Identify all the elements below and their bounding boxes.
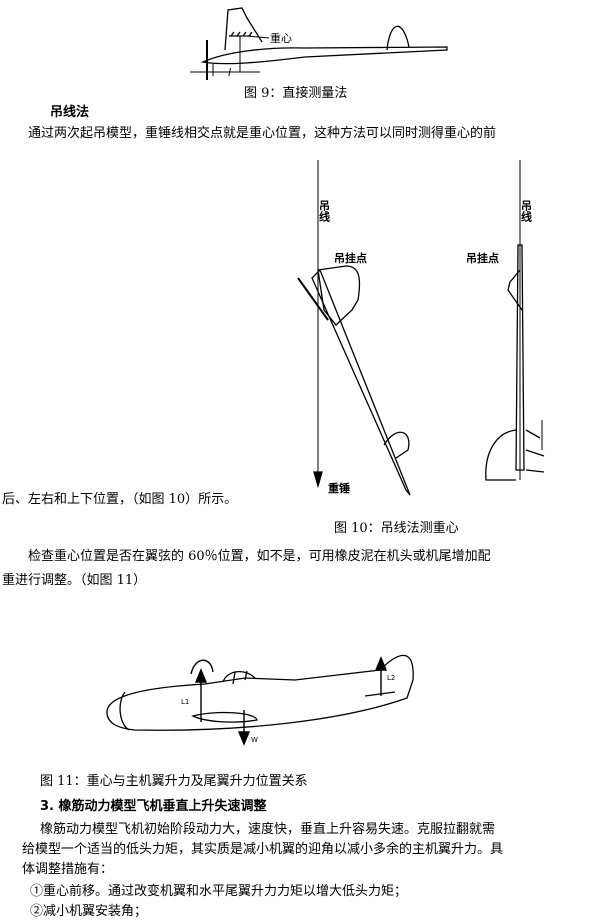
fig11-label-l1: L1 bbox=[181, 698, 189, 706]
fig10-left-label-hang-point: 吊挂点 bbox=[334, 251, 367, 265]
fig10-label-weight: 重锤 bbox=[328, 481, 350, 495]
fig10-left-label-line: 吊线 bbox=[318, 200, 331, 223]
fig9-label-cg: 重心 bbox=[270, 31, 292, 45]
section-heading-hang-method: 吊线法 bbox=[50, 105, 90, 120]
fig10-left-glider bbox=[297, 160, 411, 496]
paragraph-hang-line1: 通过两次起吊模型，重锤线相交点就是重心位置，这种方法可以同时测得重心的前 bbox=[28, 126, 497, 141]
fig11-caption: 图 11：重心与主机翼升力及尾翼升力位置关系 bbox=[40, 774, 308, 789]
figure-10-plumb-line-method: 吊线 吊挂点 重锤 吊线 吊挂点 bbox=[297, 160, 545, 496]
paragraph-hang-line2: 后、左右和上下位置，（如图 10）所示。 bbox=[2, 492, 238, 507]
fig9-caption: 图 9：直接测量法 bbox=[244, 86, 348, 101]
fig9-label-l: l bbox=[228, 66, 231, 79]
section3-item1: ①重心前移。通过改变机翼和水平尾翼升力力矩以增大低头力矩； bbox=[30, 884, 408, 899]
fig9-glider-drawing bbox=[190, 7, 448, 80]
fig11-label-l2: L2 bbox=[387, 674, 395, 682]
fig11-label-w: W bbox=[251, 736, 258, 744]
figure-9-direct-measurement: 重心 l bbox=[190, 7, 448, 80]
section3-para-line2: 给模型一个适当的低头力矩，其实质是减小机翼的迎角以减小多余的主机翼升力。具 bbox=[22, 842, 504, 857]
fig10-right-label-line: 吊线 bbox=[520, 200, 533, 223]
fig10-right-label-hang-point: 吊挂点 bbox=[466, 251, 499, 265]
fig10-right-glider bbox=[485, 160, 545, 481]
fig10-caption: 图 10：吊线法测重心 bbox=[334, 521, 459, 536]
section3-para-line3: 体调整措施有： bbox=[22, 862, 114, 877]
fig11-lift-arrows bbox=[190, 656, 388, 746]
figure-11-lift-cg-diagram: L1 W L2 bbox=[106, 654, 414, 746]
section3-item2: ②减小机翼安装角； bbox=[30, 904, 148, 919]
paragraph-check-line1: 检查重心位置是否在翼弦的 60％位置，如不是，可用橡皮泥在机头或机尾增加配 bbox=[28, 549, 491, 564]
section3-heading: 3. 橡筋动力模型飞机垂直上升失速调整 bbox=[40, 799, 267, 814]
fig11-airplane-drawing bbox=[106, 654, 414, 731]
section3-para-line1: 橡筋动力模型飞机初始阶段动力大，速度快，垂直上升容易失速。克服拉翻就需 bbox=[40, 822, 496, 837]
paragraph-check-line2: 重进行调整。（如图 11） bbox=[2, 573, 147, 588]
